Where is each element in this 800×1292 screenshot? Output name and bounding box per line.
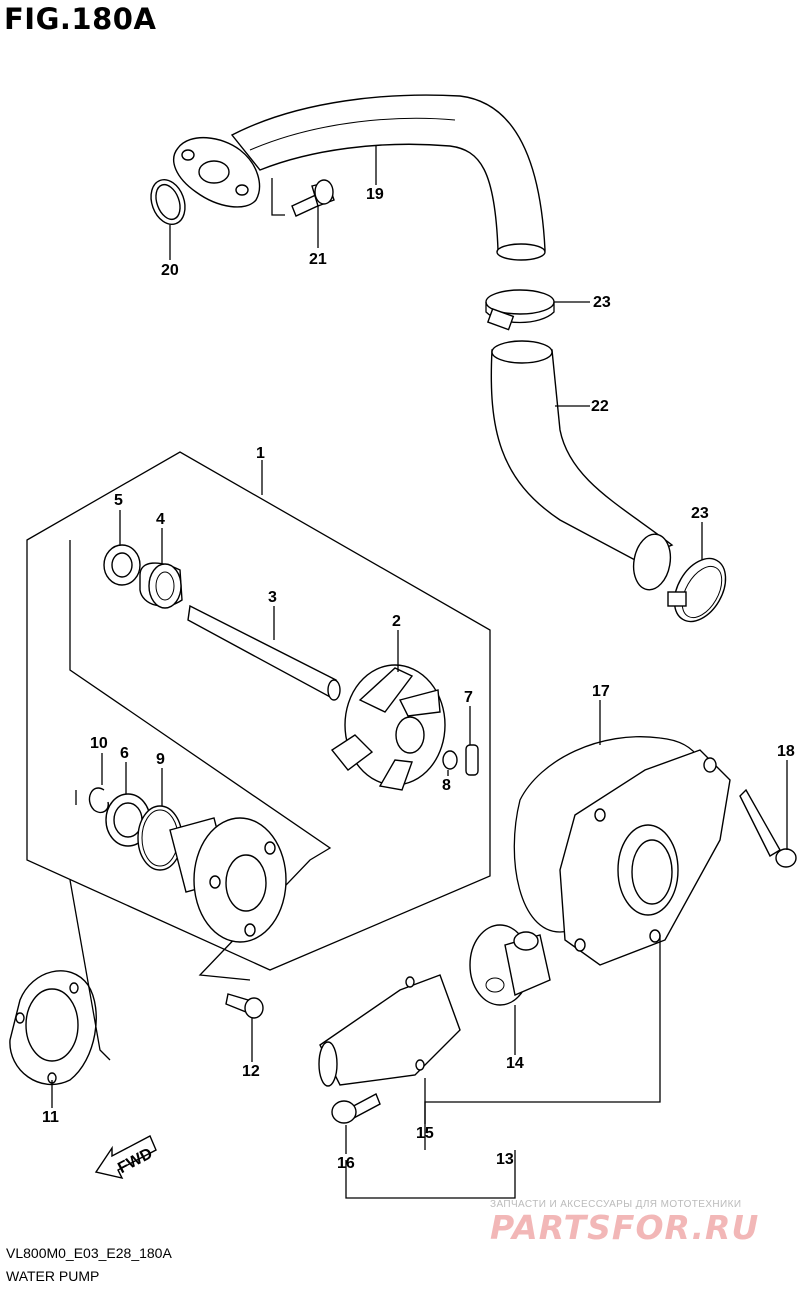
part-21-bolt[interactable] xyxy=(291,179,335,217)
callout-10: 10 xyxy=(90,735,108,752)
part-10-circlip[interactable] xyxy=(88,787,109,814)
callout-5: 5 xyxy=(114,492,123,509)
callout-13: 13 xyxy=(496,1151,514,1168)
part-8-washer[interactable] xyxy=(442,750,458,770)
callout-11: 11 xyxy=(42,1109,59,1126)
figure-name: WATER PUMP xyxy=(6,1268,100,1284)
callout-17: 17 xyxy=(592,683,610,700)
callout-3: 3 xyxy=(268,589,277,606)
callout-7: 7 xyxy=(464,689,473,706)
part-4-mechanical-seal[interactable] xyxy=(139,562,183,609)
part-5-bearing[interactable] xyxy=(103,544,141,586)
part-20-o-ring[interactable] xyxy=(145,175,191,229)
part-16-screw[interactable] xyxy=(331,1093,381,1124)
watermark-logo: PARTSFOR.RU xyxy=(490,1208,760,1247)
callout-23-lower: 23 xyxy=(691,505,709,522)
callout-21: 21 xyxy=(309,251,327,268)
part-19-pipe-flange[interactable] xyxy=(173,136,261,208)
callout-4: 4 xyxy=(156,511,165,528)
callout-14: 14 xyxy=(506,1055,524,1072)
callout-16: 16 xyxy=(337,1155,355,1172)
callout-9: 9 xyxy=(156,751,165,768)
assembly-1-outline xyxy=(26,451,491,971)
part-14-thermostat[interactable] xyxy=(469,924,551,1006)
callout-1: 1 xyxy=(256,445,265,462)
callout-19: 19 xyxy=(366,186,384,203)
callout-15: 15 xyxy=(416,1125,434,1142)
callout-20: 20 xyxy=(161,262,179,279)
callout-6: 6 xyxy=(120,745,129,762)
part-22-water-hose[interactable] xyxy=(490,340,674,593)
callout-22: 22 xyxy=(591,398,609,415)
part-2-impeller[interactable] xyxy=(330,664,446,791)
water-pump-cover[interactable] xyxy=(559,749,731,966)
figure-code: VL800M0_E03_E28_180A xyxy=(6,1245,172,1261)
part-11-gasket[interactable] xyxy=(9,970,97,1086)
part-12-screw[interactable] xyxy=(225,993,264,1019)
assembly-1-inner-outline xyxy=(69,540,332,981)
part-18-bolt[interactable] xyxy=(739,788,797,868)
part-7-pin[interactable] xyxy=(465,744,479,776)
part-19-outlet-pipe[interactable] xyxy=(230,94,546,261)
part-3-impeller-shaft[interactable] xyxy=(187,604,341,701)
part-1-pump-case[interactable] xyxy=(169,817,287,943)
callout-8: 8 xyxy=(442,777,451,794)
fwd-direction-arrow: FWD xyxy=(94,1135,157,1180)
part-15-thermostat-cover[interactable] xyxy=(318,974,461,1087)
part-23-hose-clamp-lower[interactable] xyxy=(664,550,736,631)
leader-lines xyxy=(51,145,788,1199)
callout-2: 2 xyxy=(392,613,401,630)
callout-18: 18 xyxy=(777,743,795,760)
callout-23-upper: 23 xyxy=(593,294,611,311)
figure-title: FIG.180A xyxy=(4,2,157,36)
callout-12: 12 xyxy=(242,1063,260,1080)
watermark-tagline: ЗАПЧАСТИ И АКСЕССУАРЫ ДЛЯ МОТОТЕХНИКИ xyxy=(490,1199,742,1210)
part-23-hose-clamp-upper[interactable] xyxy=(485,289,555,331)
